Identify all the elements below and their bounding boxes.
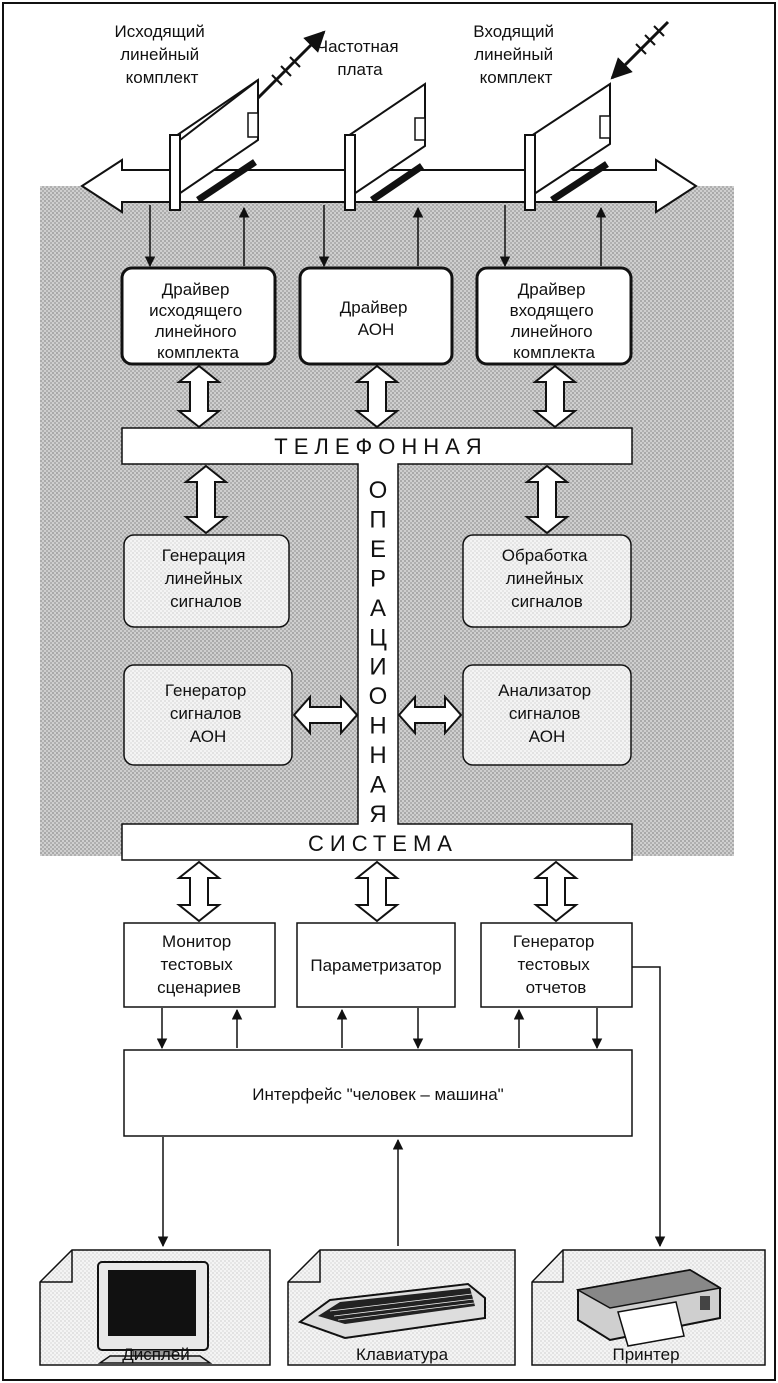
hollow-double-arrow	[532, 364, 578, 429]
card-driver-arrows	[144, 205, 607, 268]
bus-vertical-letter: О	[369, 477, 388, 504]
hollow-double-arrow	[176, 860, 222, 923]
svg-text:Монитор тестовых с: Монитор тестовых сценариев	[157, 932, 241, 997]
hollow-double-arrow	[524, 464, 570, 535]
bus-vertical-letter: Н	[369, 713, 386, 740]
module-line-processing: Обработка линейных сигналов	[462, 534, 632, 628]
bus-vertical-letter: Е	[370, 536, 386, 563]
hollow-horizontal-arrows	[292, 694, 463, 736]
hollow-double-arrow	[354, 364, 400, 429]
driver-aon-box: Драйвер АОН	[298, 266, 454, 366]
card-incoming	[524, 20, 670, 211]
bus-vertical-letter: Я	[369, 801, 386, 828]
label-outgoing-kit: Исходящий линейный комплект	[115, 22, 210, 87]
device-label-display: Дисплей	[122, 1345, 190, 1364]
bus-vertical-letter: О	[369, 683, 388, 710]
bus-vertical-letter: П	[369, 506, 386, 533]
hollow-vertical-arrows	[176, 364, 579, 923]
label-incoming-kit: Входящий линейный комплект	[473, 22, 558, 87]
bus-vertical-letter: И	[369, 654, 386, 681]
svg-text:Драйвер входящего: Драйвер входящего линейного комплекта	[510, 280, 599, 362]
bus-vertical-letter: А	[370, 595, 386, 622]
bus-vertical-letter: Р	[370, 565, 386, 592]
tool-monitor-box: Монитор тестовых сценариев	[123, 922, 276, 1008]
svg-text:Генерация линейных: Генерация линейных сигналов	[162, 546, 250, 611]
svg-text:Генератор сигналов: Генератор сигналов АОН	[165, 681, 251, 746]
svg-text:Обработка линейных: Обработка линейных сигналов	[502, 546, 592, 611]
svg-text:Интерфейс "человек – машина": Интерфейс "человек – машина"	[252, 1085, 503, 1104]
bus-vertical-letter: А	[370, 772, 386, 799]
tool-hmi-arrows	[156, 966, 666, 1248]
hollow-double-arrow	[354, 860, 400, 923]
display-icon	[97, 1261, 213, 1364]
svg-text:Драйвер АОН: Драйвер АОН	[340, 298, 412, 339]
hollow-double-arrow	[183, 464, 229, 535]
hollow-double-arrow-horizontal	[292, 694, 359, 736]
bus-vertical-letter: Ц	[369, 624, 387, 651]
hollow-double-arrow	[176, 364, 222, 429]
card-frequency	[344, 82, 426, 211]
os-bus	[121, 427, 633, 861]
svg-text:Параметризатор: Параметризатор	[310, 956, 441, 975]
device-label-printer: Принтер	[612, 1345, 679, 1364]
hollow-double-arrow	[533, 860, 579, 923]
bus-label-bottom: СИСТЕМА	[308, 831, 458, 856]
driver-outgoing-box: Драйвер исходящего линейного комплекта	[120, 266, 277, 366]
hmi-box: Интерфейс "человек – машина"	[123, 1049, 633, 1137]
bus-vertical-letter: Н	[369, 742, 386, 769]
label-frequency-board: Частотная плата	[317, 37, 404, 79]
svg-text:Генератор тестовых: Генератор тестовых отчетов	[513, 932, 599, 997]
tool-parametrizer-box: Параметризатор	[296, 922, 456, 1008]
antenna-icon	[256, 30, 326, 100]
bus-label-top: ТЕЛЕФОННАЯ	[274, 434, 487, 459]
module-line-generation: Генерация линейных сигналов	[123, 534, 290, 628]
keyboard-icon	[297, 1282, 486, 1340]
incoming-antenna-icon	[610, 20, 670, 80]
tool-report-box: Генератор тестовых отчетов	[480, 922, 633, 1008]
module-aon-analyzer: Анализатор сигналов АОН	[462, 664, 632, 766]
svg-text:Анализатор сигналов: Анализатор сигналов АОН	[498, 681, 596, 746]
svg-text:Драйвер исходящего: Драйвер исходящего линейного комплекта	[149, 280, 247, 362]
card-outgoing	[169, 30, 326, 211]
hollow-double-arrow-horizontal	[397, 694, 463, 736]
printer-icon	[575, 1268, 723, 1347]
driver-incoming-box: Драйвер входящего линейного комплекта	[475, 266, 633, 366]
module-aon-generator: Генератор сигналов АОН	[123, 664, 293, 766]
device-label-keyboard: Клавиатура	[356, 1345, 449, 1364]
